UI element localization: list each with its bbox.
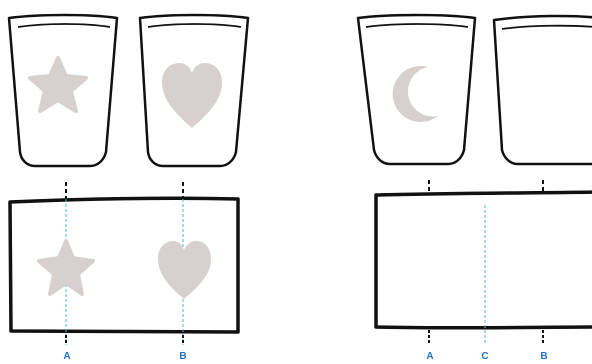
right-panel: A C B <box>356 13 592 362</box>
cup-outline <box>7 13 119 168</box>
marker-label-b: B <box>179 351 186 362</box>
cup-outline <box>356 13 477 166</box>
cup-empty <box>492 14 592 166</box>
cup-heart <box>138 13 250 168</box>
crescent-moon-icon <box>392 66 438 123</box>
cup-outline <box>492 14 592 166</box>
marker-label-a: A <box>63 351 70 362</box>
marker-label-a: A <box>426 351 433 362</box>
cup-star <box>7 13 119 168</box>
cup-outline <box>138 13 250 168</box>
cup-rim <box>147 23 242 28</box>
left-panel: A B <box>7 13 250 362</box>
star-icon <box>28 56 88 113</box>
crescent-moon-icon <box>473 231 512 287</box>
star-icon <box>37 239 95 296</box>
cup-rim <box>365 23 469 28</box>
cup-moon <box>356 13 477 166</box>
unwrapped-strip <box>8 196 240 334</box>
marker-label-c: C <box>481 351 488 362</box>
marker-label-b: B <box>540 351 547 362</box>
cup-rim <box>17 23 111 28</box>
heart-icon <box>158 241 211 299</box>
unwrapped-strip <box>374 190 592 330</box>
heart-icon <box>162 63 222 128</box>
cup-rim <box>501 24 592 30</box>
